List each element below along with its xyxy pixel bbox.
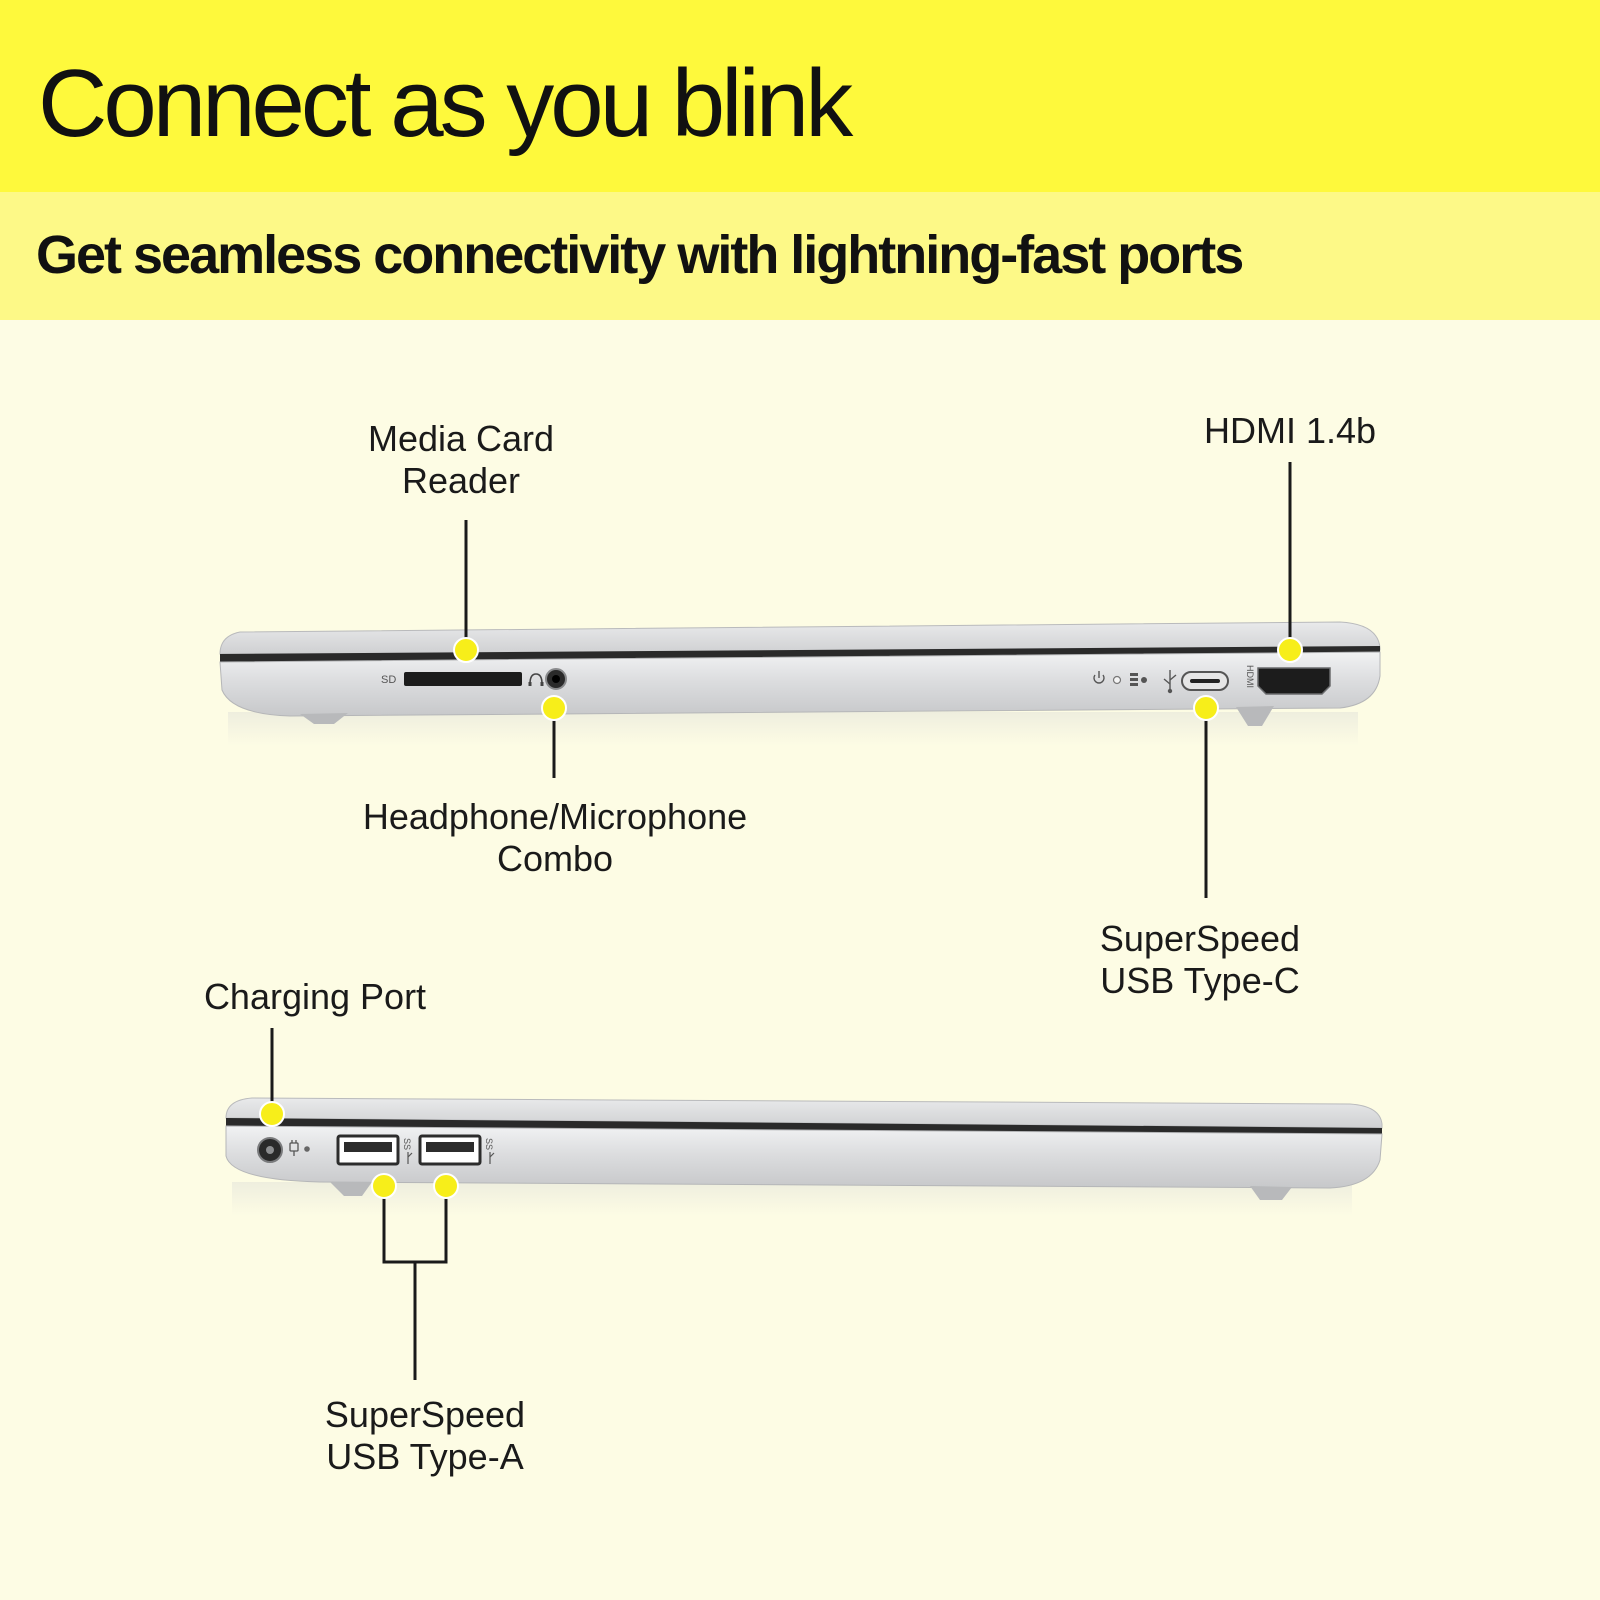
callout-dot-charging [259,1101,285,1127]
sd-card-slot [404,672,522,686]
sd-marking: SD [381,674,396,686]
usb-ss-icon: SS [402,1138,413,1164]
label-usb-a: SuperSpeed USB Type-A [324,1394,526,1477]
callout-dot-headphone [541,695,567,721]
laptop-left-foot-front [330,1182,372,1196]
laptop-right-base [219,651,1381,717]
svg-text:SS: SS [484,1138,494,1150]
label-hdmi: HDMI 1.4b [1203,410,1377,451]
laptop-right-reflection [228,712,1358,746]
callout-dot-media-card [453,637,479,663]
callout-dot-hdmi [1277,637,1303,663]
subtitle-band [0,192,1600,320]
title-band [0,0,1600,192]
usb-icon [1163,670,1177,694]
callout-dot-usb-a-1 [371,1173,397,1199]
laptop-left-base [225,1125,1383,1189]
laptop-left-reflection [232,1182,1352,1216]
laptop-left-seam [226,1118,1382,1134]
power-icon [1093,671,1105,684]
hdmi-marking: HDMI [1245,665,1255,688]
laptop-right-seam [220,646,1380,662]
usb-ss-icon: SS [484,1138,495,1164]
label-usb-c: SuperSpeed USB Type-C [1099,918,1301,1001]
headphone-icon [528,673,544,686]
label-media-card-reader: Media Card Reader [367,418,555,501]
charging-led-icon [304,1146,310,1152]
laptop-left-foot-rear [1250,1186,1292,1200]
charging-plug-icon [289,1140,299,1156]
callout-leader-lines [270,462,1292,1380]
page-subtitle: Get seamless connectivity with lightning… [36,225,1244,285]
laptop-right-side-view: SD HDMI [219,621,1381,746]
label-charging-port: Charging Port [203,976,427,1017]
label-headphone-combo: Headphone/Microphone Combo [362,796,748,879]
hdmi-port [1257,667,1331,695]
callout-dot-usb-c [1193,695,1219,721]
leader-usb-a [382,1186,448,1380]
storage-activity-icon [1130,673,1147,686]
laptop-right-foot-front [300,713,348,724]
page-title: Connect as you blink [38,50,853,157]
callout-dots [259,637,1303,1199]
svg-text:SS: SS [402,1138,412,1150]
led-indicator-icon [1112,675,1122,685]
laptop-right-foot-rear [1236,706,1274,726]
callout-dot-usb-a-2 [433,1173,459,1199]
laptop-left-side-view: SS SS [225,1097,1383,1216]
